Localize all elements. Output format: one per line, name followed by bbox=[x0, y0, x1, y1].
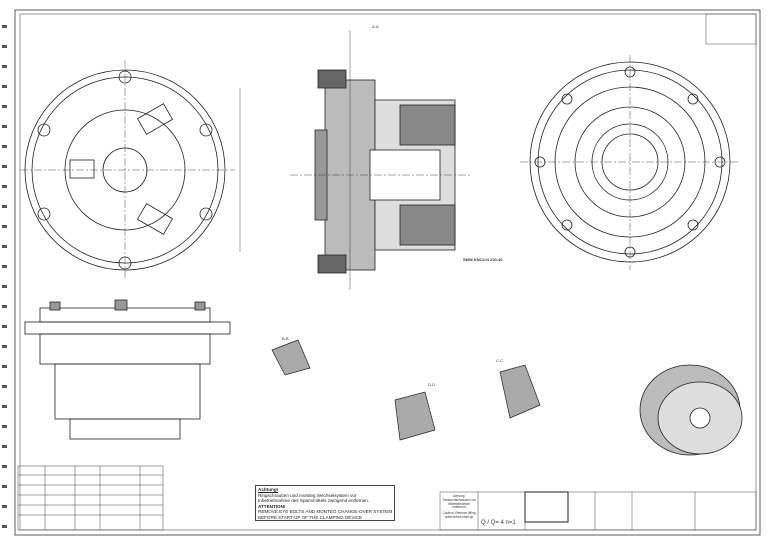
inner-frame bbox=[19, 13, 757, 531]
part-callout: SMW KNC3-N 220-46 bbox=[463, 257, 503, 262]
warning-de-title: Achtung! bbox=[258, 487, 279, 492]
parts-list-table bbox=[17, 465, 164, 531]
warning-box: Achtung! Ringschrauben und montieg Wechs… bbox=[255, 485, 395, 521]
section-label-cc: C-C bbox=[496, 358, 504, 363]
isometric-view bbox=[639, 364, 743, 456]
sheet-border bbox=[14, 9, 761, 536]
title-note-de: Achtung: Transportschrauben vor Inbetrie… bbox=[442, 494, 476, 510]
section-view-aa bbox=[290, 30, 470, 290]
warning-de-line1: Ringschrauben und montieg Wechselsystem … bbox=[258, 492, 357, 498]
detail-views bbox=[271, 339, 541, 441]
rear-view-chuck bbox=[520, 55, 740, 270]
warning-en-line1: REMOVE EYE BOLTS AND MONTEG CHANGE-OVER … bbox=[258, 509, 393, 515]
section-label-bb: B-B bbox=[282, 336, 289, 341]
binding-marks bbox=[2, 25, 7, 528]
title-block bbox=[439, 13, 757, 531]
warning-de-line2: Inbetriebnahme des Spannmittels zwingend… bbox=[258, 498, 370, 504]
warning-en-title: ATTENTION! bbox=[258, 503, 286, 509]
front-view-chuck bbox=[20, 60, 241, 280]
section-label-dd: D-D bbox=[428, 382, 436, 387]
side-view-chuck bbox=[24, 299, 231, 440]
section-label-aa: A-A bbox=[372, 24, 379, 29]
title-note-en: Caution: Remove lifting bolts before sta… bbox=[442, 511, 476, 519]
warning-en-line2: BEFORE START-UP OF THE CLAMPING DEVICE bbox=[258, 514, 363, 520]
quantity-label: Q / Q= 4 n=1 bbox=[481, 520, 516, 526]
